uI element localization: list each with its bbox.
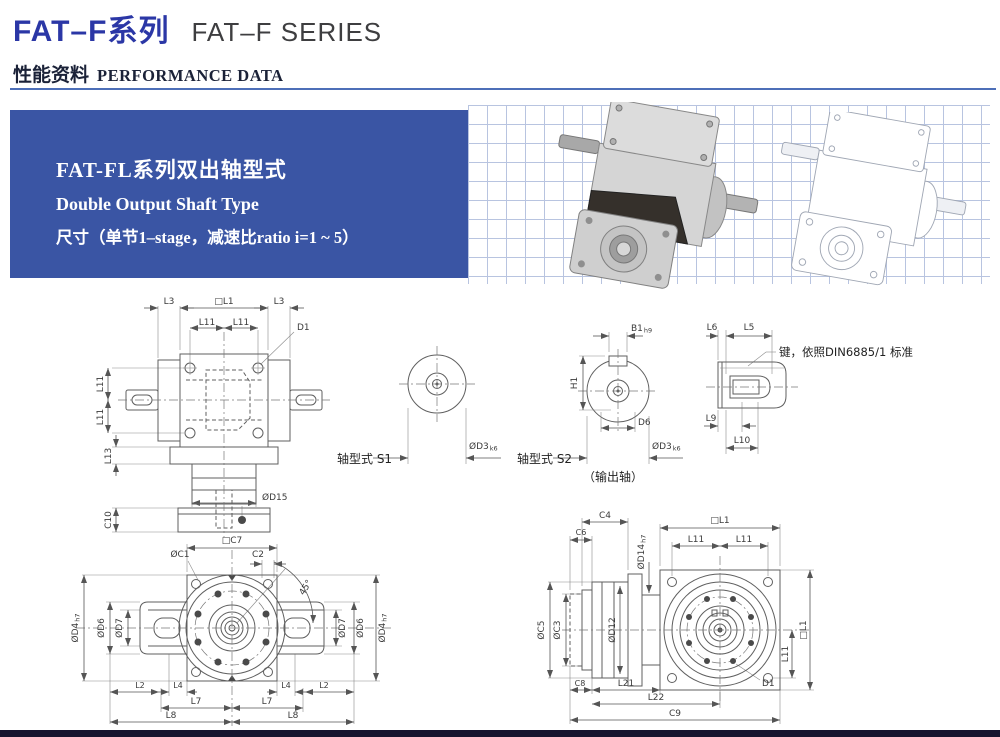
gearbox-line-drawing [781, 112, 967, 286]
dim-label-d7-left: ØD7 [114, 618, 125, 638]
dim-label-d12: ØD12 [607, 617, 618, 642]
dim-label-l1-top: □L1 [710, 516, 729, 526]
gearbox-photo [558, 102, 759, 289]
dim-label-c5: ØC5 [536, 620, 547, 639]
type-banner: FAT-FL系列双出轴型式 Double Output Shaft Type 尺… [10, 110, 468, 278]
dim-label-d7-right: ØD7 [337, 618, 348, 638]
section-title-cn: 性能资料 [13, 65, 90, 86]
dim-label-h1: H1 [570, 377, 580, 390]
dim-label-c7: □C7 [222, 536, 243, 546]
dim-label-l21: L21 [618, 679, 634, 689]
dim-label-45deg: 45° [298, 579, 315, 598]
drawing-key-view: L6 L5 键，依照DIN6885/1 标准 L9 L10 [704, 323, 913, 454]
blue-rule [10, 88, 996, 90]
dim-label-d6-right: ØD6 [355, 618, 366, 638]
dim-label-l4-right: L4 [281, 681, 291, 690]
section-title: 性能资料 PERFORMANCE DATA [13, 60, 284, 87]
dim-label-c3: ØC3 [552, 620, 563, 639]
dim-label-d4-right: ØD4h7 [377, 613, 389, 642]
dim-label-c8: C8 [575, 679, 586, 688]
label-shaft-type-s1: 轴型式 S1 [337, 451, 392, 466]
dim-label-c9: C9 [669, 709, 681, 719]
dim-label-c1: ØC1 [170, 549, 189, 560]
dim-label-l5: L5 [744, 323, 755, 333]
dim-label-d3-s2: ØD3k6 [652, 441, 681, 453]
banner-line2: Double Output Shaft Type [56, 194, 259, 214]
dim-label-d3-s1: ØD3k6 [469, 441, 498, 453]
dim-label-d1-adapter: D1 [762, 679, 775, 689]
drawing-shaft-s2: B1h9 H1 D6 ØD3k6 轴型式 S2 （输出轴） [517, 324, 683, 484]
dim-label-l11-top-left: L11 [688, 535, 704, 545]
section-title-en: PERFORMANCE DATA [97, 66, 284, 85]
page-title-en: FAT–F SERIES [191, 17, 383, 47]
page-title-cn: FAT–F系列 [13, 15, 170, 48]
dim-label-l3-left: L3 [164, 297, 175, 307]
dim-label-c10: C10 [104, 511, 114, 529]
drawing-shaft-s1: 轴型式 S1 ØD3k6 [337, 346, 501, 466]
dim-label-d1: D1 [297, 323, 310, 333]
dim-label-d6: D6 [638, 418, 651, 428]
label-output-shaft: （输出轴） [583, 469, 643, 484]
dim-label-c2: C2 [252, 550, 264, 560]
page-title: FAT–F系列 FAT–F SERIES [13, 6, 382, 50]
dim-label-l11-left-upper: L11 [96, 376, 106, 392]
banner-line1: FAT-FL系列双出轴型式 [56, 158, 287, 182]
dim-label-d14: ØD14h7 [636, 535, 648, 570]
dim-label-d6-left: ØD6 [96, 618, 107, 638]
dim-label-l2-right: L2 [319, 681, 329, 690]
dim-label-l6: L6 [707, 323, 718, 333]
dim-label-l7-left: L7 [191, 697, 202, 707]
dim-label-l10: L10 [734, 436, 751, 446]
dim-label-d15: ØD15 [262, 492, 287, 503]
dim-label-c4: C4 [599, 511, 611, 521]
dim-label-l11-left-lower: L11 [96, 409, 106, 425]
dim-label-l22: L22 [648, 693, 664, 703]
drawing-adapter-view: C4 C6 ØD14h7 □L1 L11 L11 ØC5 ØC3 ØD12 L1… [536, 511, 814, 724]
dim-label-d4-left: ØD4h7 [70, 613, 82, 642]
dim-label-l2-left: L2 [135, 681, 145, 690]
dim-label-l11-top-right: L11 [233, 318, 249, 328]
dim-label-l7-right: L7 [262, 697, 273, 707]
dim-label-c6: C6 [576, 528, 587, 537]
label-shaft-type-s2: 轴型式 S2 [517, 451, 572, 466]
dim-label-l1: □L1 [214, 297, 233, 307]
dim-label-l1-right: □L1 [799, 620, 809, 639]
dim-label-l11-top-left: L11 [199, 318, 215, 328]
dim-label-l8-right: L8 [288, 711, 299, 721]
dim-label-l13: L13 [104, 448, 114, 464]
dim-label-l11-right: L11 [781, 646, 791, 662]
dim-label-l11-top-right: L11 [736, 535, 752, 545]
drawing-side-view: □C7 ØC1 C2 45° ØD4h7 ØD6 ØD7 ØD7 ØD6 ØD4… [70, 536, 392, 726]
banner-line3: 尺寸（单节1–stage，减速比ratio i=1 ~ 5） [56, 228, 359, 247]
footer-bar [0, 730, 1000, 737]
drawing-front-view: L3 □L1 L3 L11 L11 D1 L11 L11 L13 C10 ØD1… [96, 297, 330, 537]
label-key-din-note: 键，依照DIN6885/1 标准 [779, 345, 913, 359]
dim-label-b1: B1h9 [631, 324, 652, 335]
dim-label-l3-right: L3 [274, 297, 285, 307]
dim-label-l8-left: L8 [166, 711, 177, 721]
dim-label-l9: L9 [706, 414, 717, 424]
dim-label-l4-left: L4 [173, 681, 183, 690]
